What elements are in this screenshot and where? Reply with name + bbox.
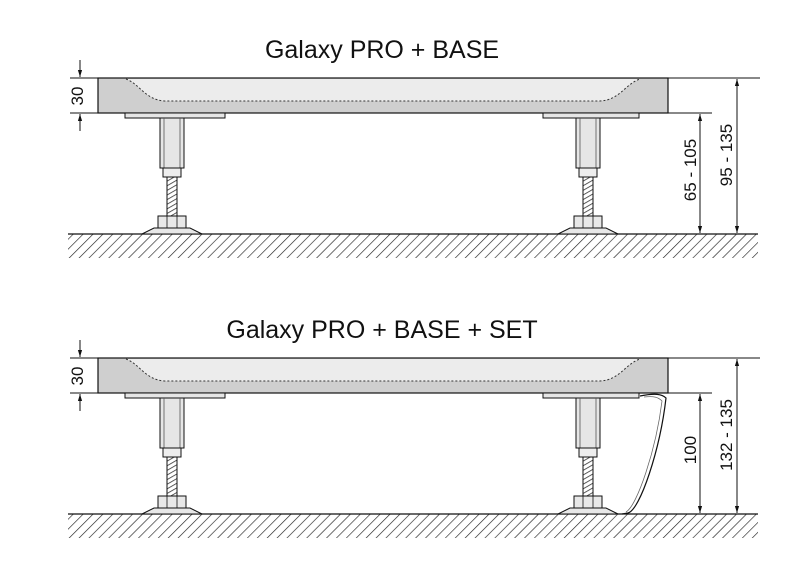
set-panel bbox=[621, 393, 667, 515]
dimension-total-height: 132 - 135 bbox=[717, 399, 736, 471]
diagram-title: Galaxy PRO + BASE bbox=[265, 36, 499, 64]
tray-basin bbox=[126, 79, 640, 101]
leg-thread bbox=[582, 456, 594, 497]
mounting-plate-left bbox=[124, 392, 226, 399]
ground-hatch bbox=[68, 234, 758, 258]
leg-foot bbox=[141, 227, 203, 235]
tray-basin bbox=[126, 359, 640, 381]
adjustable-leg bbox=[141, 117, 203, 235]
adjustable-leg bbox=[557, 117, 619, 235]
leg-foot bbox=[557, 507, 619, 515]
adjustable-leg bbox=[141, 397, 203, 515]
mounting-plate-left bbox=[124, 112, 226, 119]
leg-foot bbox=[557, 227, 619, 235]
dimension-leg-height: 65 - 105 bbox=[681, 139, 700, 201]
dimension-leg-height: 100 bbox=[681, 436, 700, 464]
leg-thread bbox=[166, 176, 178, 217]
leg-base-nut bbox=[573, 495, 603, 509]
diagram-base: Galaxy PRO + BASE 30 65 - 105 95 - 135 bbox=[68, 36, 760, 258]
ground-hatch bbox=[68, 514, 758, 538]
tray-basin-outline bbox=[125, 78, 641, 102]
leg-nut bbox=[578, 447, 598, 458]
diagram-base-set: Galaxy PRO + BASE + SET 30 100 132 - 135 bbox=[68, 316, 760, 538]
dimension-total-height: 95 - 135 bbox=[717, 124, 736, 186]
leg-nut bbox=[578, 167, 598, 178]
diagram-title: Galaxy PRO + BASE + SET bbox=[226, 316, 537, 344]
set-panel-inner bbox=[625, 396, 663, 513]
adjustable-leg bbox=[557, 397, 619, 515]
mounting-plate-right bbox=[542, 112, 640, 119]
leg-nut bbox=[162, 167, 182, 178]
leg-thread bbox=[582, 176, 594, 217]
leg-foot bbox=[141, 507, 203, 515]
leg-base-nut bbox=[157, 215, 187, 229]
dimension-tray-height: 30 bbox=[68, 87, 87, 106]
leg-thread bbox=[166, 456, 178, 497]
leg-base-nut bbox=[157, 495, 187, 509]
dimension-tray-height: 30 bbox=[68, 367, 87, 386]
leg-base-nut bbox=[573, 215, 603, 229]
mounting-plate-right bbox=[542, 392, 640, 399]
leg-nut bbox=[162, 447, 182, 458]
tray-basin-outline bbox=[125, 358, 641, 382]
